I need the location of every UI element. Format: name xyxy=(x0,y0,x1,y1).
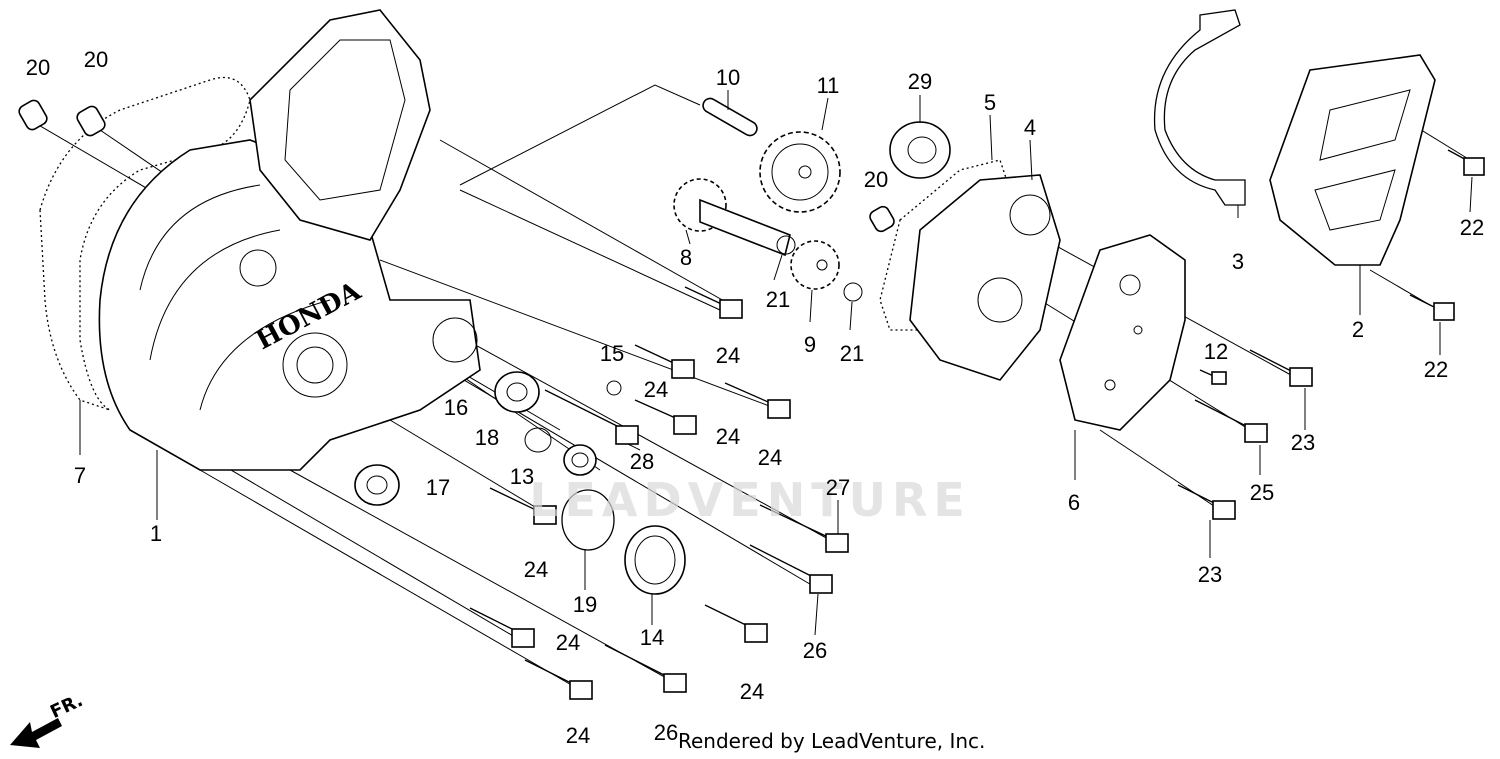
callout-24[interactable]: 24 xyxy=(739,679,765,704)
callout-5[interactable]: 5 xyxy=(983,90,997,115)
callout-leaders xyxy=(79,90,1473,636)
front-direction-arrow xyxy=(10,718,62,748)
o-ring-19 xyxy=(561,489,615,551)
callout-20[interactable]: 20 xyxy=(25,55,51,80)
callout-2[interactable]: 2 xyxy=(1351,317,1365,342)
callout-23[interactable]: 23 xyxy=(1197,562,1223,587)
callout-11[interactable]: 11 xyxy=(816,73,840,98)
bolts xyxy=(469,149,1485,700)
bearing-17 xyxy=(354,464,400,506)
callout-24[interactable]: 24 xyxy=(523,557,549,582)
callout-21[interactable]: 21 xyxy=(765,287,791,312)
callout-17[interactable]: 17 xyxy=(425,475,451,500)
callout-27[interactable]: 27 xyxy=(825,475,851,500)
callout-16[interactable]: 16 xyxy=(443,395,469,420)
callout-10[interactable]: 10 xyxy=(715,65,741,90)
countershaft-gear xyxy=(673,178,791,257)
callout-25[interactable]: 25 xyxy=(1249,480,1275,505)
washer-15 xyxy=(606,380,622,396)
callout-18[interactable]: 18 xyxy=(474,425,500,450)
watermark: LEADVENTURE xyxy=(529,473,971,527)
dowel-pin xyxy=(869,205,895,233)
render-credit: Rendered by LeadVenture, Inc. xyxy=(678,729,986,753)
callout-3[interactable]: 3 xyxy=(1231,249,1245,274)
callout-22[interactable]: 22 xyxy=(1459,215,1485,240)
callout-12[interactable]: 12 xyxy=(1203,339,1229,364)
callout-20[interactable]: 20 xyxy=(83,47,109,72)
callout-24[interactable]: 24 xyxy=(643,377,669,402)
plug-13 xyxy=(563,444,597,476)
callout-15[interactable]: 15 xyxy=(599,341,625,366)
callout-24[interactable]: 24 xyxy=(715,424,741,449)
sprocket-cover xyxy=(1269,54,1436,266)
outer-cover xyxy=(1059,234,1186,431)
callout-26[interactable]: 26 xyxy=(802,638,828,663)
idle-gear xyxy=(790,240,840,290)
cable-bracket xyxy=(1153,9,1246,206)
callout-28[interactable]: 28 xyxy=(629,449,655,474)
left-cover-gasket xyxy=(39,76,251,411)
callout-24[interactable]: 24 xyxy=(715,343,741,368)
shaft-pin xyxy=(702,97,758,137)
callout-9[interactable]: 9 xyxy=(803,332,817,357)
rear-cover-housing xyxy=(909,174,1061,381)
callout-8[interactable]: 8 xyxy=(679,245,693,270)
callout-20[interactable]: 20 xyxy=(863,167,889,192)
callout-24[interactable]: 24 xyxy=(757,445,783,470)
callout-7[interactable]: 7 xyxy=(73,463,87,488)
callout-29[interactable]: 29 xyxy=(907,69,933,94)
callout-22[interactable]: 22 xyxy=(1423,357,1449,382)
callout-14[interactable]: 14 xyxy=(639,625,665,650)
inner-cover-housing xyxy=(249,9,431,241)
driven-gear xyxy=(759,131,841,213)
snap-ring xyxy=(843,282,863,302)
callout-23[interactable]: 23 xyxy=(1290,430,1316,455)
callout-19[interactable]: 19 xyxy=(572,592,598,617)
callout-13[interactable]: 13 xyxy=(509,464,535,489)
callout-21[interactable]: 21 xyxy=(839,341,865,366)
oil-seal xyxy=(494,371,540,413)
snap-ring xyxy=(776,235,796,255)
callout-1[interactable]: 1 xyxy=(149,521,163,546)
callout-4[interactable]: 4 xyxy=(1023,115,1037,140)
ball-bearing xyxy=(889,121,951,179)
dowel-pin xyxy=(18,99,48,131)
callout-24[interactable]: 24 xyxy=(565,723,591,748)
cap-14 xyxy=(624,525,686,595)
callout-24[interactable]: 24 xyxy=(555,630,581,655)
callout-6[interactable]: 6 xyxy=(1067,490,1081,515)
o-ring-18 xyxy=(524,427,552,453)
dowel-pin xyxy=(76,105,106,137)
callout-26[interactable]: 26 xyxy=(653,720,679,745)
